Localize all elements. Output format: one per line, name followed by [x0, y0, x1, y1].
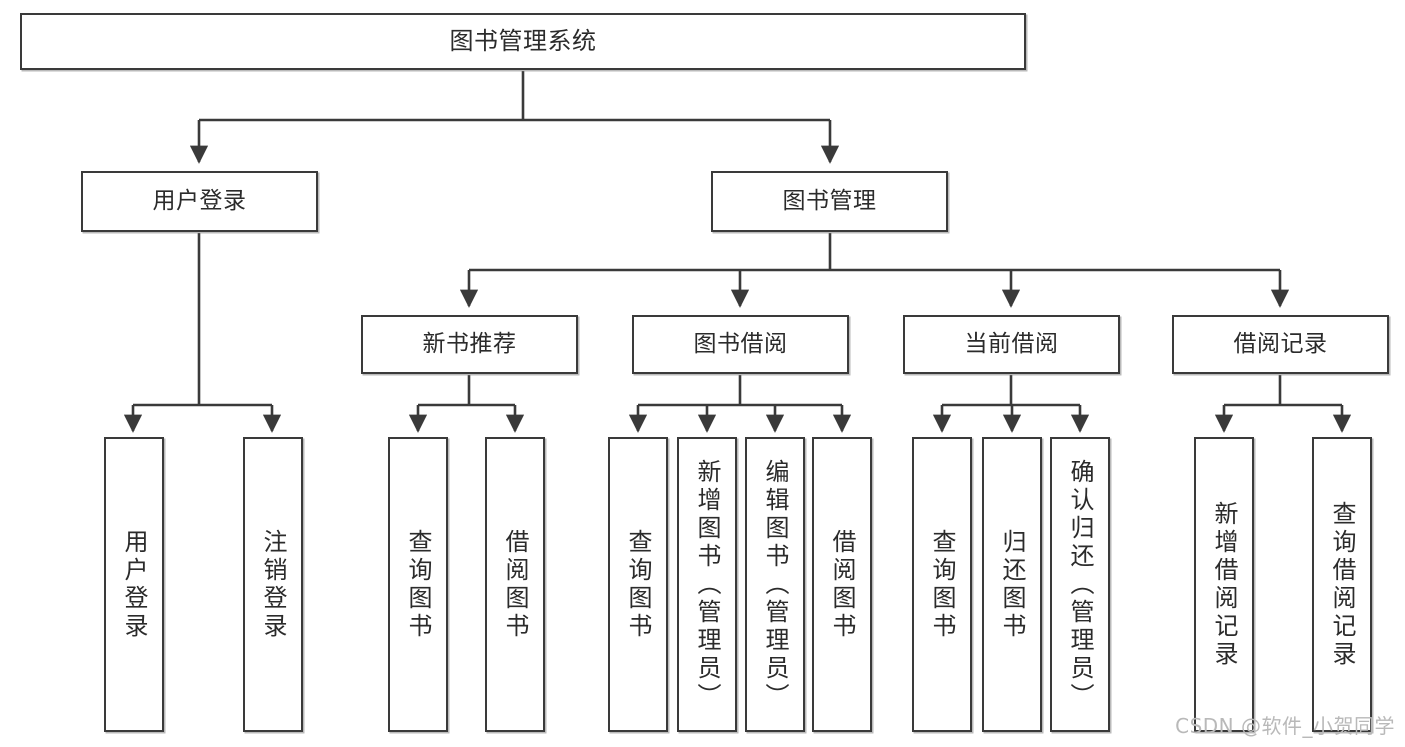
node-label: 借阅图书	[828, 528, 856, 641]
node-label: 新增借阅记录	[1210, 500, 1238, 669]
node-leaf-user-login[interactable]: 用户登录	[104, 437, 164, 732]
node-leaf-query-book-1[interactable]: 查询图书	[388, 437, 448, 732]
node-leaf-query-book-3[interactable]: 查询图书	[912, 437, 972, 732]
node-leaf-edit-book[interactable]: 编辑图书（管理员）	[745, 437, 805, 732]
node-label: 图书借阅	[693, 330, 788, 357]
node-label: 归还图书	[998, 528, 1026, 641]
node-label: 新书推荐	[422, 330, 517, 357]
node-new-book-rec[interactable]: 新书推荐	[361, 315, 578, 374]
node-label: 借阅图书	[501, 528, 529, 641]
watermark: CSDN @软件_小贺同学	[1175, 714, 1395, 738]
node-label: 注销登录	[259, 528, 287, 641]
node-label: 图书管理系统	[449, 27, 597, 56]
node-label: 用户登录	[120, 528, 148, 641]
node-book-borrow[interactable]: 图书借阅	[632, 315, 849, 374]
node-leaf-query-record[interactable]: 查询借阅记录	[1312, 437, 1372, 732]
node-user-login[interactable]: 用户登录	[81, 171, 318, 232]
node-current-borrow[interactable]: 当前借阅	[903, 315, 1120, 374]
node-label: 查询图书	[928, 528, 956, 641]
node-leaf-return-book[interactable]: 归还图书	[982, 437, 1042, 732]
node-label: 用户登录	[152, 187, 247, 214]
node-borrow-record[interactable]: 借阅记录	[1172, 315, 1389, 374]
node-label: 查询图书	[404, 528, 432, 641]
node-label: 当前借阅	[964, 330, 1059, 357]
node-label: 查询借阅记录	[1328, 500, 1356, 669]
node-book-manage[interactable]: 图书管理	[711, 171, 948, 232]
node-leaf-logout[interactable]: 注销登录	[243, 437, 303, 732]
node-leaf-add-record[interactable]: 新增借阅记录	[1194, 437, 1254, 732]
node-leaf-add-book[interactable]: 新增图书（管理员）	[677, 437, 737, 732]
node-root-system[interactable]: 图书管理系统	[20, 13, 1026, 70]
node-leaf-borrow-book-1[interactable]: 借阅图书	[485, 437, 545, 732]
node-label: 确认归还（管理员）	[1066, 458, 1094, 711]
node-leaf-confirm-return[interactable]: 确认归还（管理员）	[1050, 437, 1110, 732]
node-label: 新增图书（管理员）	[693, 458, 721, 711]
node-label: 借阅记录	[1233, 330, 1328, 357]
node-label: 编辑图书（管理员）	[761, 458, 789, 711]
node-label: 查询图书	[624, 528, 652, 641]
node-leaf-borrow-book-2[interactable]: 借阅图书	[812, 437, 872, 732]
node-leaf-query-book-2[interactable]: 查询图书	[608, 437, 668, 732]
node-label: 图书管理	[782, 187, 877, 214]
